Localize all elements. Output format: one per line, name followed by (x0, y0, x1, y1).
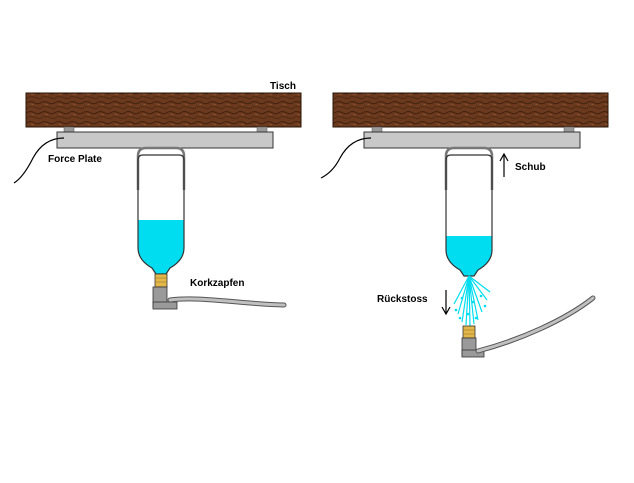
force-plate (56, 131, 274, 149)
table-label: Tisch (270, 81, 296, 92)
force-plate-cable (13, 137, 65, 184)
force-plate-2 (363, 131, 581, 149)
cork-label: Korkzapfen (190, 278, 244, 289)
bottle-outline (137, 154, 185, 275)
setup-firing: Schub Rückstoss (320, 92, 609, 358)
water-jet (453, 275, 491, 327)
bottle-bracket-2 (444, 146, 494, 190)
bottle-water (138, 220, 184, 274)
cork-2 (462, 325, 476, 339)
table-top (25, 92, 302, 128)
plate-foot-left-2 (371, 126, 383, 133)
bottle-bracket (136, 146, 186, 190)
cork (154, 273, 168, 288)
table-top-2 (332, 92, 609, 128)
plate-foot-right (256, 126, 268, 133)
recoil-label: Rückstoss (377, 294, 428, 305)
bottle-outline-2 (445, 154, 493, 277)
force-plate-label: Force Plate (48, 154, 102, 165)
thrust-label: Schub (515, 162, 546, 173)
setup-rest: Tisch Force Plate Korkzapfen (13, 81, 302, 310)
plate-foot-right-2 (563, 126, 575, 133)
bottle-water-2 (446, 236, 492, 276)
hose-2 (475, 295, 596, 354)
force-plate-cable-2 (320, 137, 372, 179)
plate-foot-left (63, 126, 75, 133)
